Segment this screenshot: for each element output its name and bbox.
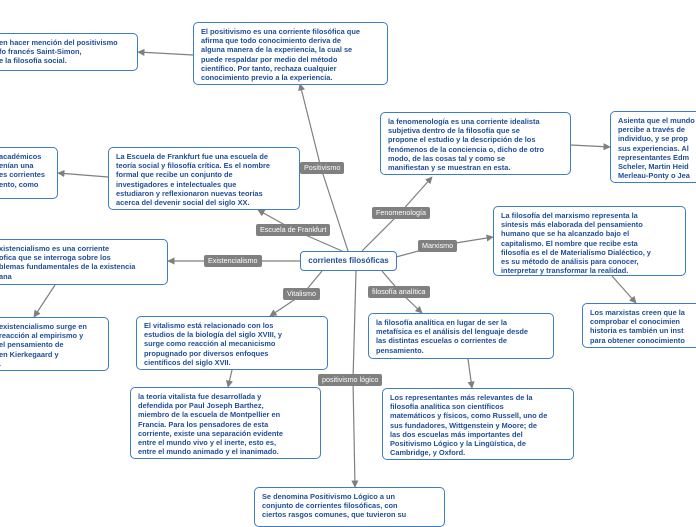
topic-fenomenologia-definicion[interactable]: la fenomenología es una corriente ideali… [380,112,571,175]
central-topic[interactable]: corrientes filosóficas [300,251,397,271]
branch-label-positivismo[interactable]: Positivismo [300,162,345,174]
branch-label-fenomenologia[interactable]: Fenomenología [372,207,430,219]
topic-vitalismo-teoria[interactable]: la teoría vitalista fue desarrollada y d… [130,387,321,459]
topic-marxismo-definicion[interactable]: La filosofía del marxismo representa la … [493,206,686,276]
edge-frankfurt-academicos [57,169,109,178]
topic-fenomenologia-autores[interactable]: Asienta que el mundo percibe a través de… [610,111,696,183]
topic-filosofia-analitica-representantes[interactable]: Los representantes más relevantes de la … [382,388,574,460]
branch-label-existencialismo[interactable]: Existencialismo [204,255,262,267]
branch-label-escuela-frankfurt[interactable]: Escuela de Frankfurt [256,224,331,236]
topic-positivismo-definicion[interactable]: El positivismo es una corriente filosófi… [193,22,388,85]
edge-marxismo-historia [611,275,637,304]
topic-positivismo-origen[interactable]: en hacer mención del positivismo fo fran… [0,33,138,71]
edge-existencialismo-origen [33,284,56,318]
branch-label-marxismo[interactable]: Marxismo [418,240,458,252]
edge-fenomenologia-autores [570,143,611,151]
edge-vitalismo-teoria [225,369,233,388]
edge-analitica-representantes [467,358,475,389]
topic-existencialismo-origen[interactable]: existencialismo surge en reacción al emp… [0,317,109,371]
branch-label-filosofia-analitica[interactable]: filosofía analítica [368,286,430,298]
branch-label-vitalismo[interactable]: Vitalismo [283,288,321,300]
topic-existencialismo-definicion[interactable]: xistencialismo es una corriente ofica qu… [0,239,168,285]
topic-vitalismo-definicion[interactable]: El vitalismo está relacionado con los es… [136,316,328,370]
topic-marxismo-historia[interactable]: Los marxistas creen que la comprobar el … [582,303,696,348]
topic-positivismo-logico-definicion[interactable]: Se denomina Positivismo Lógico a un conj… [254,487,445,527]
topic-frankfurt-definicion[interactable]: La Escuela de Frankfurt fue una escuela … [108,147,300,210]
branch-label-positivismo-logico[interactable]: positivismo lógico [318,374,383,386]
topic-filosofia-analitica-definicion[interactable]: la filosofía analítica en lugar de ser l… [368,313,554,359]
edge-positivismo-origen [137,48,194,56]
topic-frankfurt-academicos[interactable]: académicos enían una es corrientes ento,… [0,147,58,199]
